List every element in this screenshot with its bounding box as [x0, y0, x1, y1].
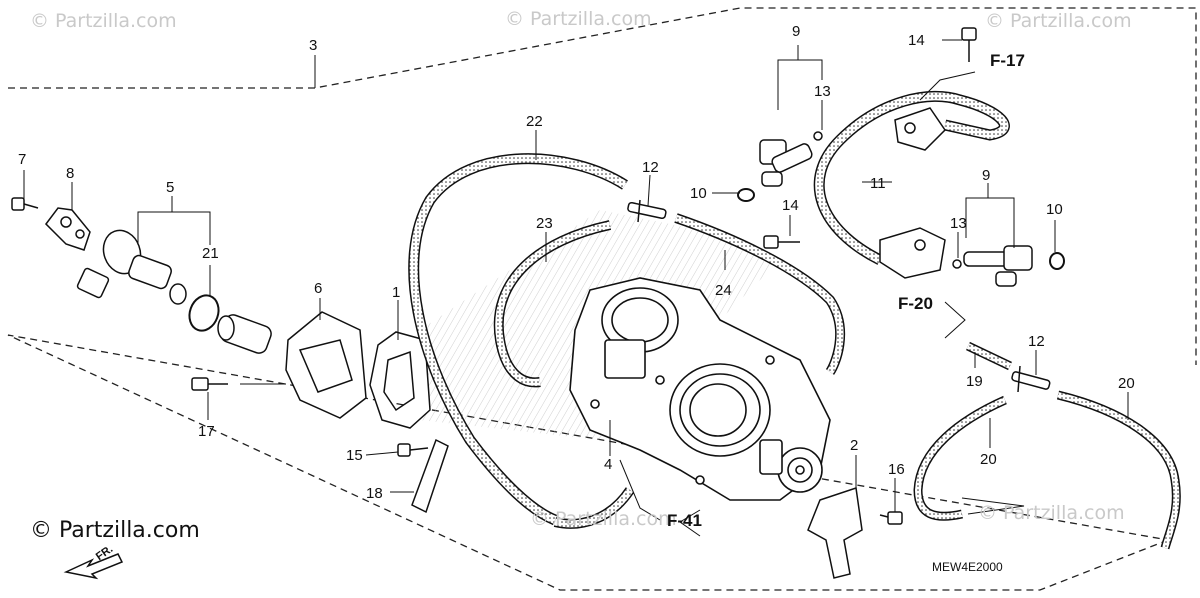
hose-20-right: [1056, 390, 1181, 550]
callout-20-right: 20: [1118, 375, 1135, 392]
callout-17: 17: [198, 423, 215, 440]
leader-lines: [23, 39, 1129, 537]
part-17-bolt: [191, 377, 228, 391]
callout-16: 16: [888, 461, 905, 478]
watermark: © Partzilla.com: [505, 8, 652, 30]
assembly-boundary: [7, 7, 1197, 591]
injector-upper: [759, 139, 813, 187]
hose-20-left: [913, 395, 1007, 521]
callout-14-upper: 14: [908, 32, 925, 49]
callout-9-lower: 9: [982, 167, 991, 184]
watermark: © Partzilla.com: [530, 508, 677, 530]
throttle-body: [569, 277, 831, 501]
hose-24: [674, 213, 846, 375]
part-10-seal-lower: [1049, 252, 1065, 270]
callout-4: 4: [604, 456, 613, 473]
hose-23: [493, 220, 612, 388]
part-7-screw: [11, 197, 39, 211]
callout-6: 6: [314, 280, 323, 297]
hose-lower: [553, 487, 635, 529]
part-6-housing: [217, 311, 367, 419]
part-13-oring-upper: [813, 131, 823, 141]
callout-3: 3: [309, 37, 318, 54]
reference-label-f17: F-17: [990, 51, 1025, 70]
front-direction-arrow: [63, 553, 124, 580]
callout-1: 1: [392, 284, 401, 301]
part-1-gasket: [369, 331, 431, 429]
callout-5: 5: [166, 179, 175, 196]
callout-20-left: 20: [980, 451, 997, 468]
callout-23: 23: [536, 215, 553, 232]
part-16-bolt: [879, 511, 903, 525]
callout-9-upper: 9: [792, 23, 801, 40]
callout-12-upper: 12: [642, 159, 659, 176]
callout-19: 19: [966, 373, 983, 390]
part-12-joint-lower: [1011, 365, 1051, 393]
reference-label-f41: F-41: [667, 511, 702, 530]
callout-15: 15: [346, 447, 363, 464]
diagram-code: MEW4E2000: [932, 560, 1003, 574]
reference-label-f20: F-20: [898, 294, 933, 313]
part-12-joint-upper: [627, 199, 667, 223]
callout-10-lower: 10: [1046, 201, 1063, 218]
part-21-oring: [188, 294, 220, 332]
callout-13-upper: 13: [814, 83, 831, 100]
watermark: © Partzilla.com: [985, 10, 1132, 32]
callout-18: 18: [366, 485, 383, 502]
hose-11: [813, 90, 1010, 265]
brand-copyright: © Partzilla.com: [30, 518, 200, 543]
callout-21: 21: [202, 245, 219, 262]
callout-10-upper: 10: [690, 185, 707, 202]
fuel-joint-upper: [894, 107, 946, 151]
part-14-bolt-mid: [763, 235, 800, 249]
callout-12-lower: 12: [1028, 333, 1045, 350]
watermark: © Partzilla.com: [978, 502, 1125, 524]
callout-11: 11: [870, 175, 886, 192]
part-2-bracket: [807, 487, 863, 579]
callout-24: 24: [715, 282, 732, 299]
callout-22: 22: [526, 113, 543, 130]
part-8-sensor: [45, 207, 91, 251]
callout-13-lower: 13: [950, 215, 967, 232]
part-15-bolt: [397, 443, 429, 457]
part-18-clip: [411, 438, 449, 514]
callout-2: 2: [850, 437, 859, 454]
callout-7: 7: [18, 151, 27, 168]
callout-8: 8: [66, 165, 75, 182]
fuel-joint-lower: [879, 227, 946, 279]
injector-lower: [963, 245, 1033, 287]
part-14-bolt-upper: [961, 27, 977, 62]
watermark: © Partzilla.com: [30, 10, 177, 32]
part-5-valve: [76, 229, 187, 305]
hose-19: [966, 341, 1012, 371]
callout-14-lower: 14: [782, 197, 799, 214]
hose-22: [408, 153, 628, 526]
part-13-oring-lower: [952, 259, 962, 269]
part-10-seal-upper: [737, 188, 755, 202]
